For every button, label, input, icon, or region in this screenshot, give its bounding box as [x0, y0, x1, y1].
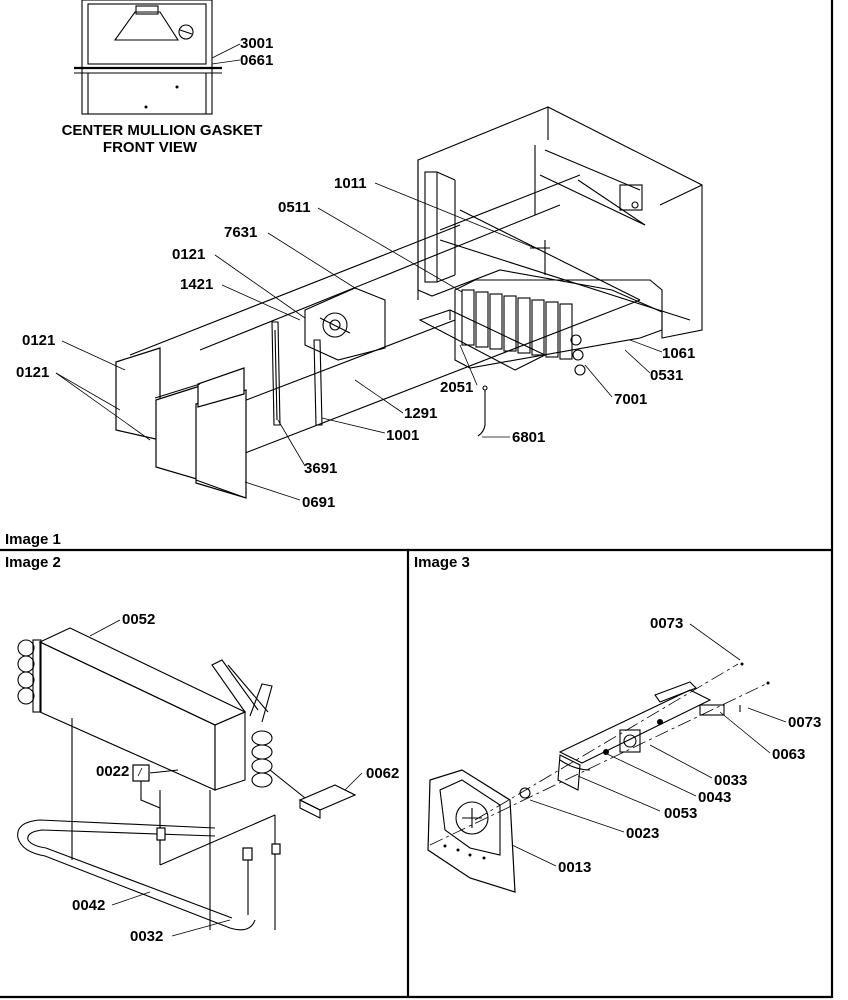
image2-leaders: [89, 619, 363, 937]
image1-labels: 3001 0661 1011 0511 7631 0121 1421 0121 …: [5, 35, 695, 548]
fan-assembly: [427, 662, 770, 893]
callout-0032: 0032: [130, 928, 163, 945]
callout-1291: 1291: [404, 405, 437, 422]
callout-0013: 0013: [558, 859, 591, 876]
inset-caption-line1: CENTER MULLION GASKET: [62, 122, 263, 139]
image3-title: Image 3: [414, 554, 470, 571]
callout-0073-a: 0073: [650, 615, 683, 632]
image3-labels: 0073 0073 0063 0033 0043 0053 0023 0013: [558, 615, 821, 876]
image2-title: Image 2: [5, 554, 61, 571]
callout-0023: 0023: [626, 825, 659, 842]
image1-title: Image 1: [5, 531, 61, 548]
callout-0043: 0043: [698, 789, 731, 806]
inset-caption-line2: FRONT VIEW: [103, 139, 198, 156]
callout-1011: 1011: [334, 175, 367, 192]
callout-0022: 0022: [96, 763, 129, 780]
image2-drawing: Image 2: [5, 554, 399, 945]
callout-1061: 1061: [662, 345, 695, 362]
callout-0121-c: 0121: [16, 364, 49, 381]
callout-0511: 0511: [278, 199, 311, 216]
evaporator-fins: [461, 289, 573, 360]
callout-7001: 7001: [614, 391, 647, 408]
callout-3691: 3691: [304, 460, 337, 477]
callout-0053: 0053: [664, 805, 697, 822]
image3-leaders: [511, 623, 787, 867]
image1-drawing: 3001 0661 1011 0511 7631 0121 1421 0121 …: [5, 0, 703, 548]
callout-0052: 0052: [122, 611, 155, 628]
callout-6801: 6801: [512, 429, 545, 446]
callout-2051: 2051: [440, 379, 473, 396]
callout-1421: 1421: [180, 276, 213, 293]
callout-3001: 3001: [240, 35, 273, 52]
callout-0121-b: 0121: [22, 332, 55, 349]
evaporator-coil: [17, 627, 273, 791]
callout-0042: 0042: [72, 897, 105, 914]
callout-0121-a: 0121: [172, 246, 205, 263]
cabinet-assembly: [115, 106, 703, 499]
callout-0063: 0063: [772, 746, 805, 763]
image1-leaders: [55, 43, 663, 501]
callout-0531: 0531: [650, 367, 683, 384]
callout-0661: 0661: [240, 52, 273, 69]
callout-1001: 1001: [386, 427, 419, 444]
callout-0073-b: 0073: [788, 714, 821, 731]
image3-drawing: Image 3: [414, 554, 821, 893]
callout-7631: 7631: [224, 224, 257, 241]
mullion-gasket-inset: [74, 0, 222, 115]
callout-0033: 0033: [714, 772, 747, 789]
image2-labels: 0052 0022 0062 0042 0032: [72, 611, 399, 945]
callout-0062: 0062: [366, 765, 399, 782]
callout-0691: 0691: [302, 494, 335, 511]
